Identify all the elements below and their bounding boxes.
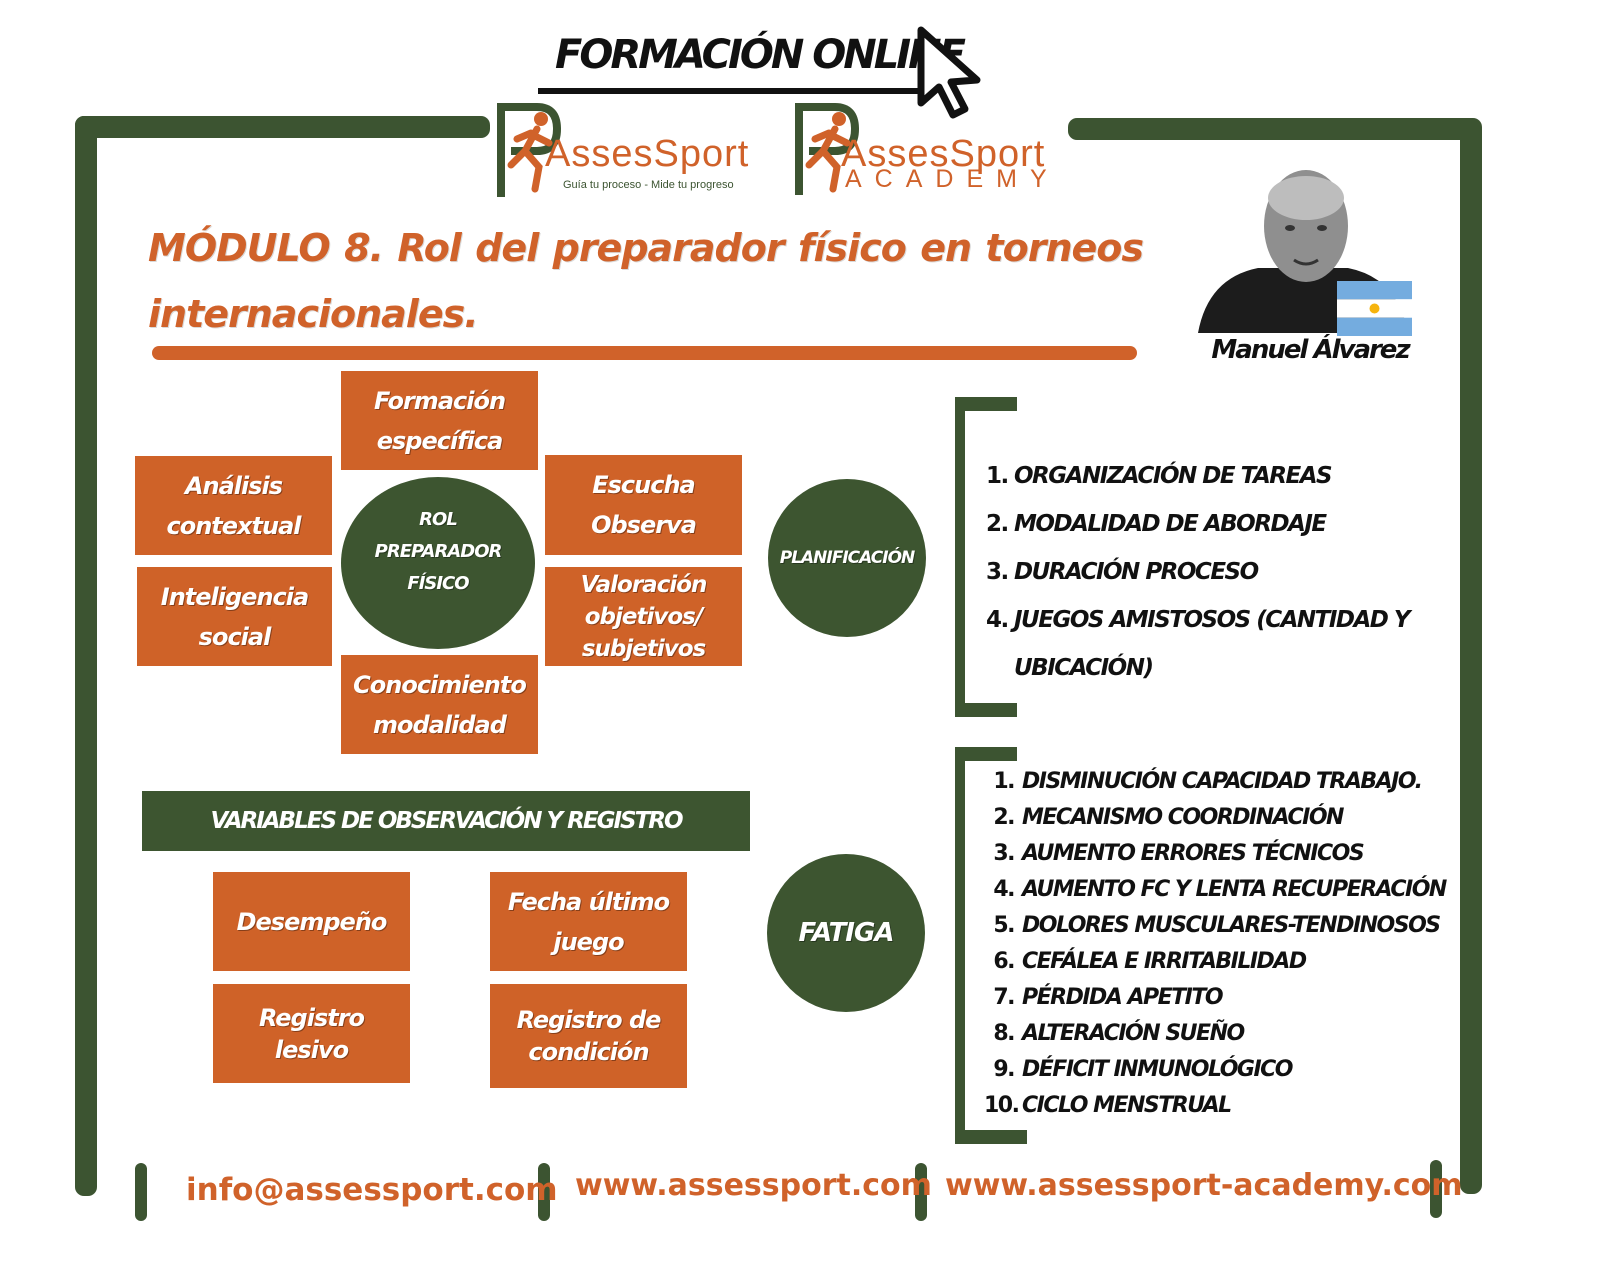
list-item: 3.AUMENTO ERRORES TÉCNICOS	[993, 841, 1364, 866]
variable-registro-lesivo: Registro lesivo	[213, 984, 410, 1083]
academy-logo-text: AssesSport	[841, 133, 1046, 175]
academy-logo-sub: ACADEMY	[845, 165, 1060, 193]
list-item: 6.CEFÁLEA E IRRITABILIDAD	[993, 949, 1307, 974]
list-item: 5.DOLORES MUSCULARES-TENDINOSOS	[993, 913, 1441, 938]
frame-top-left-bar	[75, 116, 490, 138]
planificacion-bracket-top	[955, 397, 1017, 411]
list-item: 10.CICLO MENSTRUAL	[984, 1093, 1232, 1118]
runner-logo-icon	[497, 103, 562, 197]
academy-logo: AssesSport ACADEMY	[795, 103, 1055, 198]
footer-divider	[135, 1163, 147, 1221]
assessport-logo-tagline: Guía tu proceso - Mide tu progreso	[563, 179, 734, 191]
variable-fecha: Fecha último juego	[490, 872, 687, 971]
fatiga-bracket	[955, 747, 965, 1144]
role-item-analisis: Análisis contextual	[135, 456, 332, 555]
planificacion-list: 1.ORGANIZACIÓN DE TAREAS 2.MODALIDAD DE …	[986, 452, 1411, 692]
role-item-formacion: Formación específica	[341, 371, 538, 470]
list-item: 2.MECANISMO COORDINACIÓN	[993, 805, 1344, 830]
role-item-valoracion: Valoración objetivos/ subjetivos	[545, 567, 742, 666]
frame-right-bar	[1460, 118, 1482, 1194]
variable-desempeno: Desempeño	[213, 872, 410, 971]
list-item: 3.DURACIÓN PROCESO	[986, 559, 1259, 585]
fatiga-bracket-top	[955, 747, 1017, 761]
footer-divider	[1430, 1160, 1442, 1218]
variable-registro-condicion: Registro de condición	[490, 984, 687, 1088]
footer-email-link[interactable]: info@assessport.com	[186, 1172, 558, 1208]
module-title: MÓDULO 8. Rol del preparador físico en t…	[148, 226, 1144, 336]
footer-academy-link[interactable]: www.assessport-academy.com	[945, 1168, 1463, 1203]
role-center-circle: ROL PREPARADOR FÍSICO	[341, 477, 535, 649]
planificacion-circle: PLANIFICACIÓN	[768, 479, 926, 637]
fatiga-bracket-bottom	[955, 1130, 1027, 1144]
argentina-flag-icon	[1337, 281, 1412, 336]
variables-banner: VARIABLES DE OBSERVACIÓN Y REGISTRO	[142, 791, 750, 851]
frame-left-bar	[75, 116, 97, 1196]
assessport-logo-text: AssesSport	[545, 133, 750, 175]
list-item: 4.AUMENTO FC Y LENTA RECUPERACIÓN	[993, 877, 1447, 902]
footer-divider	[915, 1163, 927, 1221]
footer-site-link[interactable]: www.assessport.com	[575, 1168, 932, 1203]
list-item: 1.ORGANIZACIÓN DE TAREAS	[986, 463, 1333, 489]
runner-logo-icon	[795, 103, 860, 195]
title-rule	[152, 346, 1137, 360]
list-item: 7.PÉRDIDA APETITO	[993, 985, 1223, 1010]
header-underline	[538, 88, 931, 94]
list-item: 1.DISMINUCIÓN CAPACIDAD TRABAJO.	[993, 769, 1423, 794]
list-item: 9.DÉFICIT INMUNOLÓGICO	[993, 1057, 1293, 1082]
list-item: 8.ALTERACIÓN SUEÑO	[993, 1021, 1245, 1046]
footer-divider	[538, 1163, 550, 1221]
header-title: FORMACIÓN ONLINE	[555, 32, 966, 78]
fatiga-list: 1.DISMINUCIÓN CAPACIDAD TRABAJO. 2.MECAN…	[984, 764, 1447, 1124]
author-name: Manuel Álvarez	[1211, 335, 1410, 365]
fatiga-circle: FATIGA	[767, 854, 925, 1012]
role-item-escucha: Escucha Observa	[545, 455, 742, 555]
role-item-conocimiento: Conocimiento modalidad	[341, 655, 538, 754]
list-item-continuation: UBICACIÓN)	[1014, 655, 1154, 681]
list-item: 2.MODALIDAD DE ABORDAJE	[986, 511, 1327, 537]
list-item: 4.JUEGOS AMISTOSOS (CANTIDAD Y	[986, 607, 1411, 633]
planificacion-bracket-bottom	[955, 703, 1017, 717]
assessport-logo: AssesSport Guía tu proceso - Mide tu pro…	[497, 103, 767, 198]
frame-top-right-bar	[1068, 118, 1478, 140]
cursor-arrow-icon	[917, 26, 981, 119]
role-item-inteligencia: Inteligencia social	[137, 567, 332, 666]
planificacion-bracket	[955, 397, 965, 717]
